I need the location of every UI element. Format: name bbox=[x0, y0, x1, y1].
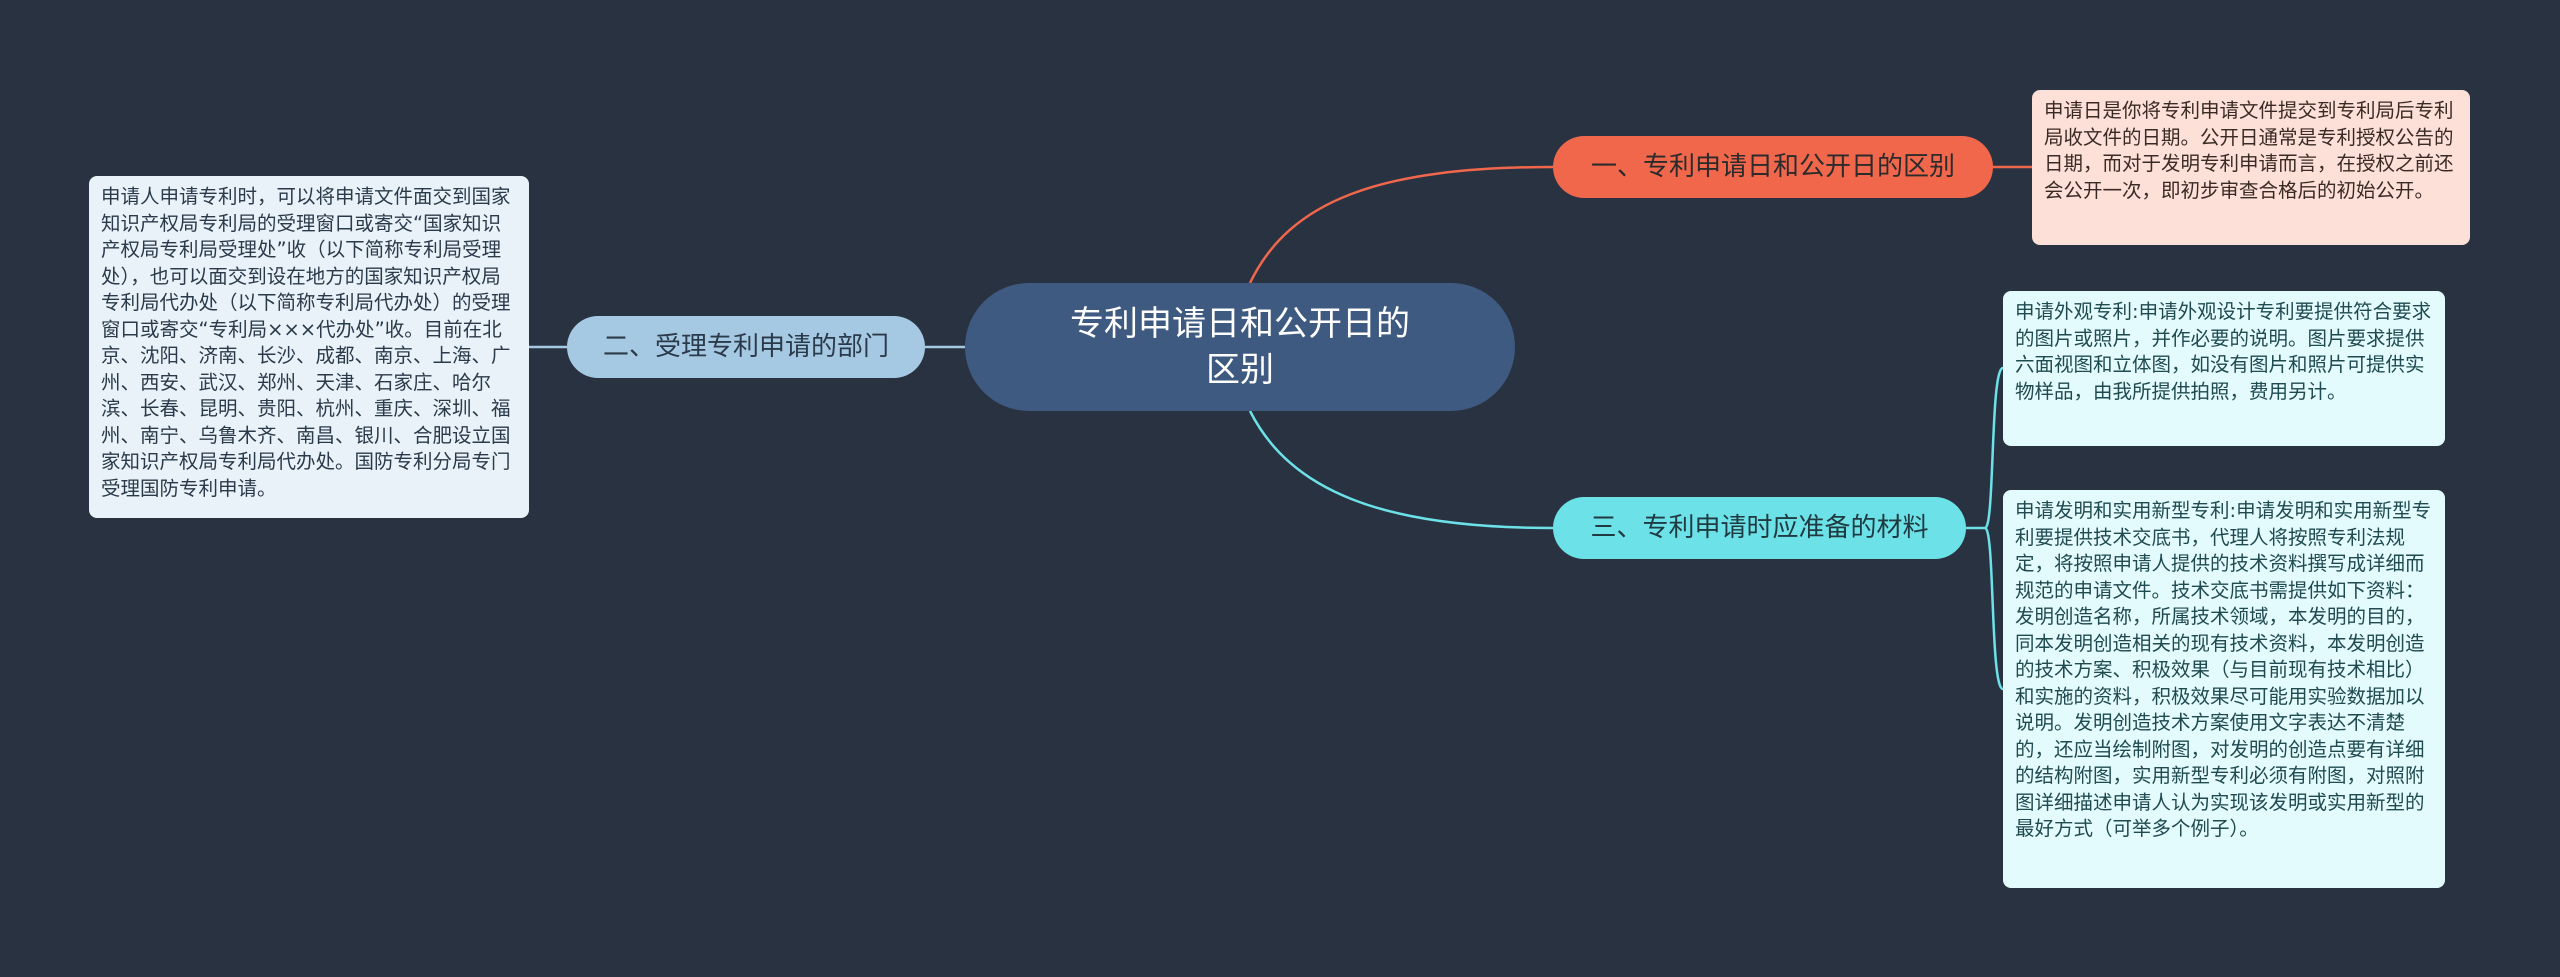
note-branch-1-item-1[interactable]: 申请日是你将专利申请文件提交到专利局后专利局收文件的日期。公开日通常是专利授权公… bbox=[2032, 90, 2470, 245]
note-branch-2-item-1[interactable]: 申请人申请专利时，可以将申请文件面交到国家知识产权局专利局的受理窗口或寄交“国家… bbox=[89, 176, 529, 518]
branch-topic-3[interactable]: 三、专利申请时应准备的材料 bbox=[1553, 497, 1966, 559]
note-text: 申请发明和实用新型专利:申请发明和实用新型专利要提供技术交底书，代理人将按照专利… bbox=[2015, 499, 2432, 840]
note-branch-3-item-1[interactable]: 申请外观专利:申请外观设计专利要提供符合要求的图片或照片，并作必要的说明。图片要… bbox=[2003, 291, 2445, 446]
connector-center-branch-1 bbox=[1248, 165, 1554, 284]
branch-topic-3-label: 三、专利申请时应准备的材料 bbox=[1590, 513, 1929, 543]
connector-branch-3-note-2 bbox=[1983, 526, 2005, 691]
branch-topic-1[interactable]: 一、专利申请日和公开日的区别 bbox=[1553, 136, 1993, 198]
central-topic-label: 专利申请日和公开日的区别 bbox=[1070, 304, 1410, 390]
central-topic[interactable]: 专利申请日和公开日的区别 bbox=[965, 283, 1515, 411]
connector-branch-3-note-1 bbox=[1966, 366, 2005, 530]
connector-center-branch-3 bbox=[1248, 410, 1554, 530]
branch-topic-2[interactable]: 二、受理专利申请的部门 bbox=[567, 316, 925, 378]
note-text: 申请人申请专利时，可以将申请文件面交到国家知识产权局专利局的受理窗口或寄交“国家… bbox=[101, 185, 511, 500]
branch-topic-2-label: 二、受理专利申请的部门 bbox=[602, 332, 889, 362]
note-text: 申请外观专利:申请外观设计专利要提供符合要求的图片或照片，并作必要的说明。图片要… bbox=[2015, 300, 2432, 403]
note-branch-3-item-2[interactable]: 申请发明和实用新型专利:申请发明和实用新型专利要提供技术交底书，代理人将按照专利… bbox=[2003, 490, 2445, 888]
note-text: 申请日是你将专利申请文件提交到专利局后专利局收文件的日期。公开日通常是专利授权公… bbox=[2044, 99, 2454, 202]
branch-topic-1-label: 一、专利申请日和公开日的区别 bbox=[1590, 152, 1955, 182]
